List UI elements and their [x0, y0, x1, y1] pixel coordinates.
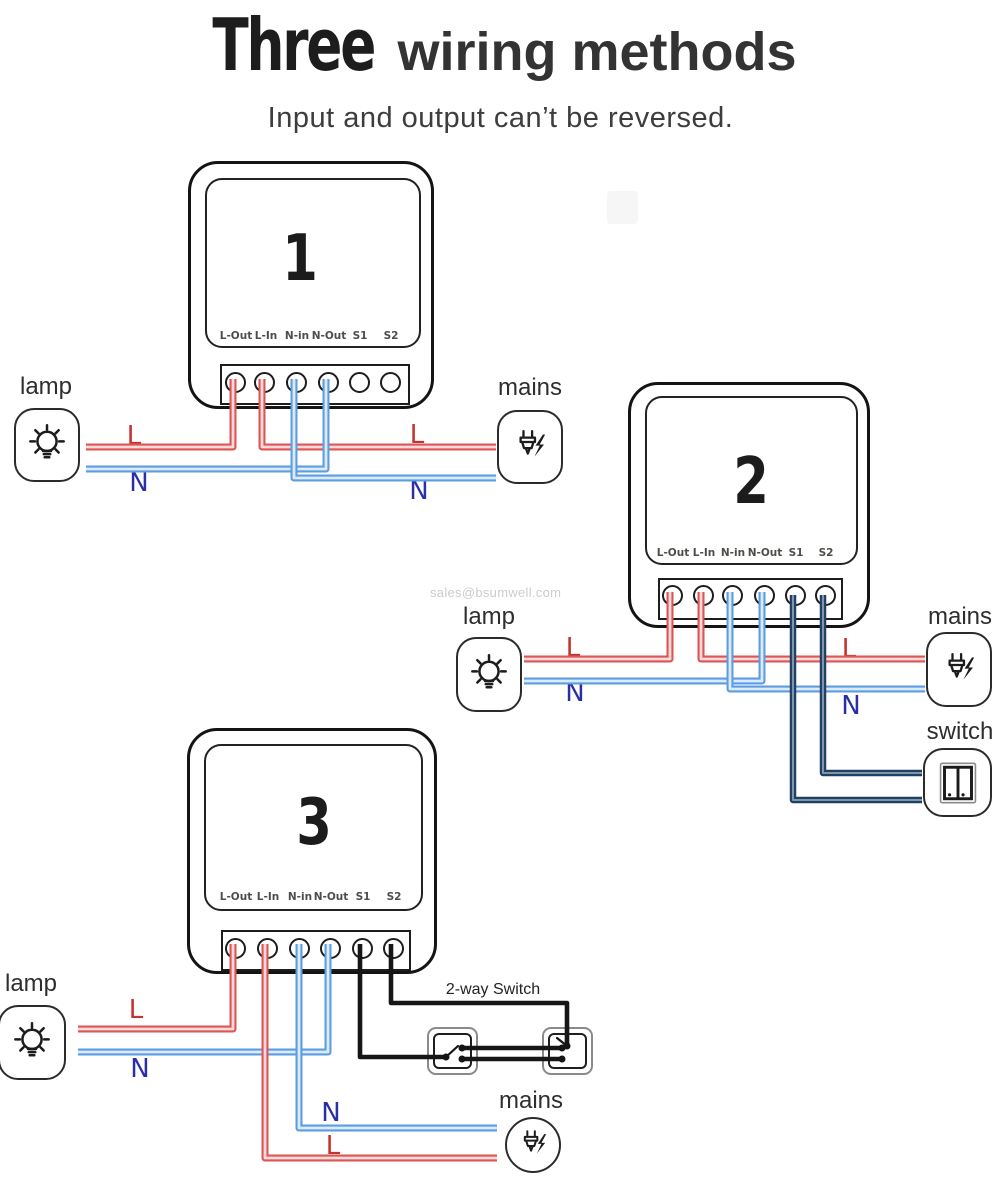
switch-module-2: 2 L-Out L-In N-in N-Out S1 S2: [628, 382, 870, 628]
title-emphasis: Three: [212, 3, 377, 87]
live-wire-label: L: [325, 1131, 341, 1161]
module-3-number: 3: [296, 786, 332, 860]
terminal-circle: [320, 938, 341, 959]
plug-bolt-glyph: [948, 652, 975, 680]
mains-icon: [505, 1117, 561, 1173]
page-subtitle: Input and output can’t be reversed.: [267, 102, 734, 134]
terminal-label-n-in: N-in: [287, 891, 313, 903]
terminal-circle: [380, 372, 401, 393]
terminal-label-s2: S2: [818, 547, 834, 559]
terminal-label-s1: S1: [355, 891, 371, 903]
terminal-label-l-out: L-Out: [656, 547, 690, 559]
switch-module-3: 3 L-Out L-In N-in N-Out S1 S2: [187, 728, 437, 974]
lamp-icon: [456, 637, 522, 712]
terminal-circle: [722, 585, 743, 606]
terminal-label-l-in: L-In: [692, 547, 716, 559]
live-wire-label: L: [128, 995, 144, 1025]
terminal-label-l-in: L-In: [256, 891, 280, 903]
mains-label: mains: [498, 1087, 564, 1114]
module-2-number: 2: [733, 445, 769, 519]
terminal-circle: [289, 938, 310, 959]
bulb-glyph: [29, 423, 65, 459]
terminal-circle: [349, 372, 370, 393]
terminal-label-n-in: N-in: [284, 330, 310, 342]
live-wire-label: L: [126, 421, 142, 451]
module-3-face: [204, 744, 423, 911]
lamp-label: lamp: [462, 603, 516, 630]
terminal-circle: [225, 372, 246, 393]
two-gang-switch-glyph: [939, 762, 976, 803]
terminal-circle: [662, 585, 683, 606]
plug-bolt-glyph: [519, 430, 546, 457]
lamp-label: lamp: [19, 373, 73, 400]
wall-switch-icon: [923, 748, 992, 817]
terminal-circle: [785, 585, 806, 606]
lamp-icon: [14, 408, 80, 482]
lamp-icon: [0, 1005, 66, 1080]
terminal-label-n-out: N-Out: [313, 891, 349, 903]
neutral-wire-label: N: [321, 1098, 341, 1128]
two-way-switch-right: [542, 1027, 593, 1075]
lamp-label: lamp: [4, 970, 58, 997]
terminal-label-s1: S1: [788, 547, 804, 559]
terminal-circle: [383, 938, 404, 959]
switch-label: switch: [926, 718, 994, 745]
neutral-wire-label: N: [129, 468, 149, 498]
neutral-wire-label: N: [565, 678, 585, 708]
switch-face: [433, 1033, 472, 1069]
terminal-circle: [754, 585, 775, 606]
switch-face: [548, 1033, 587, 1069]
live-wire-label: L: [409, 420, 425, 450]
terminal-label-s1: S1: [352, 330, 368, 342]
terminal-circle: [815, 585, 836, 606]
terminal-circle: [257, 938, 278, 959]
terminal-label-s2: S2: [383, 330, 399, 342]
terminal-label-s2: S2: [386, 891, 402, 903]
module-2-face: [645, 396, 858, 565]
two-way-switch-label: 2-way Switch: [445, 981, 541, 998]
neutral-wire-label: N: [409, 476, 429, 506]
terminal-label-n-out: N-Out: [311, 330, 347, 342]
live-wire-label: L: [841, 634, 857, 664]
mains-label: mains: [497, 374, 563, 401]
neutral-wire-label: N: [130, 1054, 150, 1084]
switch-module-1: 1 L-Out L-In N-in N-Out S1 S2: [188, 161, 434, 409]
watermark-text: sales@bsumwell.com: [430, 585, 562, 600]
terminal-label-l-in: L-In: [254, 330, 278, 342]
terminal-label-n-out: N-Out: [747, 547, 783, 559]
terminal-label-n-in: N-in: [720, 547, 746, 559]
faint-watermark-blob: [607, 191, 638, 224]
terminal-circle: [286, 372, 307, 393]
bulb-glyph: [14, 1021, 50, 1057]
mains-icon: [926, 632, 992, 707]
module-1-face: [205, 178, 421, 348]
terminal-circle: [318, 372, 339, 393]
bulb-glyph: [471, 653, 507, 689]
two-way-switch-left: [427, 1027, 478, 1075]
terminal-circle: [352, 938, 373, 959]
live-wire-label: L: [565, 633, 581, 663]
mains-label: mains: [927, 603, 993, 630]
terminal-label-l-out: L-Out: [219, 330, 253, 342]
neutral-wire-label: N: [841, 691, 861, 721]
terminal-label-l-out: L-Out: [219, 891, 253, 903]
mains-icon: [497, 410, 563, 484]
terminal-circle: [225, 938, 246, 959]
page-title: Three wiring methods: [0, 3, 1001, 87]
title-main: wiring methods: [397, 22, 797, 82]
terminal-circle: [693, 585, 714, 606]
module-1-number: 1: [282, 222, 318, 296]
plug-bolt-glyph: [523, 1130, 547, 1154]
terminal-circle: [254, 372, 275, 393]
